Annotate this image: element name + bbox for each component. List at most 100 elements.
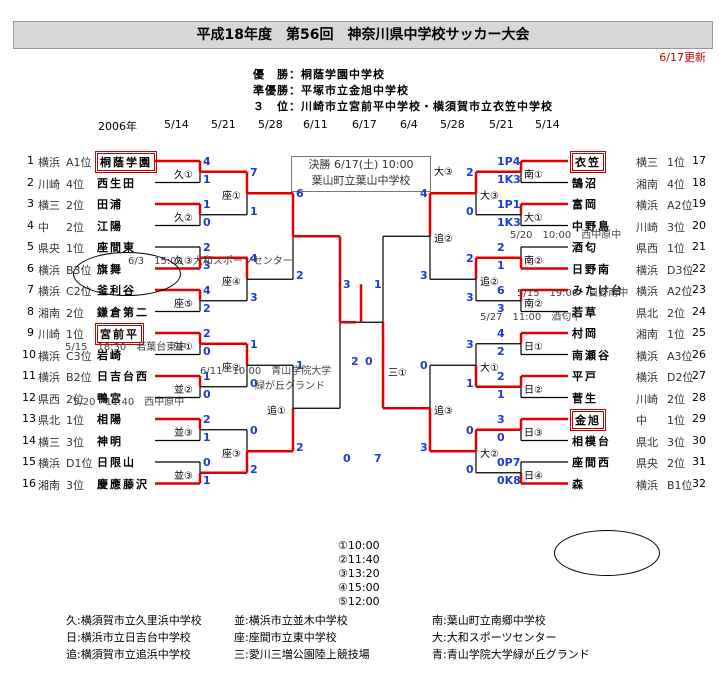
date-right-3: 5/21: [489, 118, 514, 131]
team-seed: 2位: [66, 306, 84, 320]
score-r2: 3: [250, 290, 258, 304]
team-seed: A3位: [667, 349, 693, 363]
team-number: 13: [22, 412, 36, 425]
legend-ku: 久:横須賀市立久里浜中学校: [66, 614, 202, 627]
note-quarter: 6/11 10:00 青山学院大学: [200, 366, 332, 377]
team-seed: D3位: [667, 263, 694, 277]
team-name: 日吉台西: [97, 370, 149, 383]
team-seed: 4位: [667, 177, 685, 191]
score-r1: 4: [203, 155, 211, 168]
score-r2: 4: [250, 251, 258, 265]
date-left-4: 6/11: [303, 118, 328, 131]
score-r2: 1: [466, 376, 474, 390]
team-number: 31: [692, 455, 706, 468]
team-name: 相陽: [97, 413, 123, 426]
venue-r3: 追②: [434, 234, 453, 246]
team-region: 県北: [636, 306, 658, 320]
team-number: 15: [22, 455, 36, 468]
venue-r2: 追②: [480, 277, 499, 289]
team-seed: 2位: [66, 199, 84, 212]
note-match-r2: 5/27 11:00 酒匂中: [480, 312, 582, 323]
team-name: 宮前平: [95, 323, 144, 345]
team-seed: C3位: [66, 349, 92, 363]
note-quarter-venue: 緑が丘グランド: [255, 381, 325, 392]
team-seed: 3位: [667, 435, 685, 449]
team-seed: A2位: [667, 285, 693, 298]
score-r1: 1: [203, 172, 211, 186]
team-region: 川崎: [636, 220, 658, 234]
score-r2: 0: [466, 423, 474, 437]
team-seed: 3位: [66, 478, 84, 492]
team-number: 5: [27, 240, 34, 253]
team-number: 27: [692, 369, 706, 382]
score-r2: 1: [250, 204, 258, 218]
team-number: 26: [692, 347, 706, 361]
date-left-3: 5/28: [258, 118, 283, 131]
score-r1: 1: [203, 370, 211, 383]
score-r1: 2: [203, 301, 211, 315]
venue-r1: 久③: [174, 255, 193, 267]
team-region: 横浜: [636, 199, 658, 212]
team-seed: 2位: [667, 457, 685, 470]
score-final: 2: [351, 355, 359, 368]
score-r2: 0: [466, 462, 474, 476]
score-r2: 0: [250, 376, 258, 390]
team-number: 8: [27, 304, 34, 318]
score-r1: 1P4: [497, 155, 521, 168]
score-r1: 6: [497, 284, 505, 297]
team-region: 川崎: [636, 392, 658, 406]
venue-r1: 南①: [524, 169, 543, 181]
score-r2: 2: [466, 251, 474, 265]
final-venue-name: 葉山町立葉山中学校: [311, 174, 411, 187]
team-number: 25: [692, 326, 706, 339]
team-region: 県西: [38, 392, 60, 406]
note-match-19-20: 5/20 10:00 西中原中: [510, 230, 622, 241]
score-r1: 4: [497, 327, 505, 340]
team-name: 慶應藤沢: [97, 477, 149, 491]
score-r2: 7: [250, 165, 258, 179]
team-region: 湘南: [38, 478, 60, 492]
team-name: 座間東: [97, 241, 136, 254]
team-name: 酒匂: [572, 241, 598, 254]
venue-r1: 並②: [174, 384, 193, 396]
team-number: 19: [692, 197, 706, 210]
team-seed: A1位: [66, 156, 92, 169]
score-r3: 1: [296, 359, 304, 373]
score-r1: 0: [203, 215, 211, 229]
team-seed: 2位: [667, 306, 685, 320]
team-name: 田浦: [97, 198, 123, 211]
score-r1: 3: [203, 258, 211, 272]
score-r3: 0: [420, 359, 428, 373]
venue-r1: 日②: [524, 384, 543, 396]
date-right-1: 6/4: [400, 118, 418, 131]
team-number: 18: [692, 175, 706, 189]
team-seed: B1位: [667, 478, 693, 492]
team-name: 岩崎: [97, 348, 123, 362]
score-r2: 3: [466, 290, 474, 304]
score-r3: 3: [420, 269, 428, 283]
venue-r1: 久①: [174, 169, 193, 181]
runner-up-line: 準優勝：平塚市立金旭中学校: [253, 84, 409, 97]
legend-oi: 追:横須賀市立追浜中学校: [66, 648, 191, 661]
date-right-4: 5/14: [535, 118, 560, 131]
venue-r1: 久②: [174, 212, 193, 224]
score-r1: 1P1: [497, 198, 521, 211]
score-r1: 2: [203, 413, 211, 426]
note-match-21-22: 5/15 19:00 日野南中: [517, 288, 629, 299]
team-name: 村岡: [572, 327, 598, 340]
team-region: 県北: [636, 435, 658, 449]
legend-nami: 並:横浜市立並木中学校: [234, 614, 348, 627]
team-seed: B2位: [66, 371, 92, 384]
team-region: 横浜: [38, 285, 60, 298]
team-name: 座間西: [572, 456, 611, 469]
team-seed: 1位: [66, 328, 84, 341]
score-r3: 6: [296, 187, 304, 201]
team-region: 横三: [38, 199, 60, 212]
score-r2: 1: [250, 337, 258, 351]
team-name: 江陽: [97, 219, 123, 233]
team-name: 日限山: [97, 456, 136, 469]
team-number: 24: [692, 304, 706, 318]
date-right-2: 5/28: [440, 118, 465, 131]
team-seed: D1位: [66, 457, 93, 470]
highlight-oval-right: [554, 530, 660, 576]
